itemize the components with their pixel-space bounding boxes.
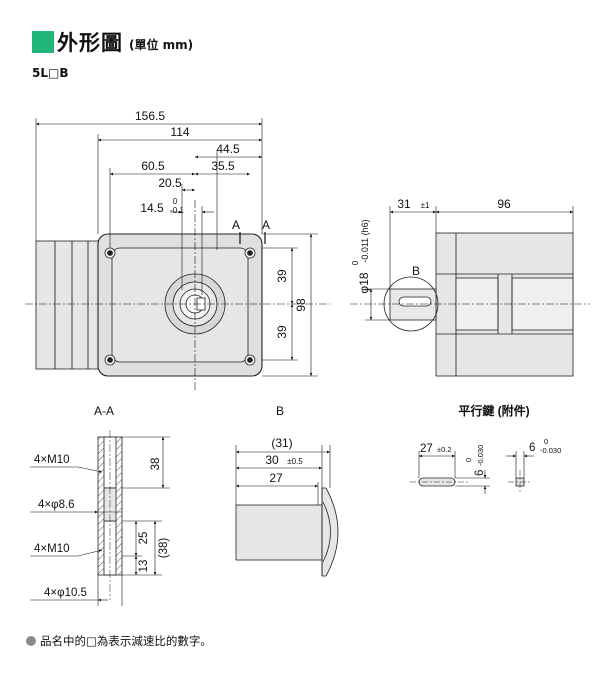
dim-phi18: φ18 [357, 272, 371, 293]
side-dimension-labels: 31 ±1 96 φ18 0 -0.011 (h6) B [351, 197, 511, 294]
detail-b-title: B [276, 404, 284, 418]
dim-114: 114 [170, 125, 189, 139]
dim-60-5: 60.5 [141, 159, 165, 173]
dim-14-5: 14.5 [140, 201, 164, 215]
page-title: 外形圖 [57, 31, 123, 55]
mount-holes [104, 247, 256, 366]
detail-b-view [235, 487, 339, 577]
key-tol-6-width-upper: 0 [544, 437, 548, 446]
detail-b-marker: B [412, 264, 420, 278]
label-hole-10-5: 4×φ10.5 [44, 587, 87, 599]
dim-156-5: 156.5 [135, 109, 165, 123]
dim-44-5: 44.5 [216, 142, 240, 156]
tol-30: ±0.5 [287, 457, 303, 466]
dim-98: 98 [294, 298, 308, 312]
key-labels: 27 ±0.2 6 0 -0.030 6 0 -0.030 [420, 437, 561, 476]
key-dim-27: 27 [420, 443, 433, 455]
unit-label: (單位 mm) [129, 37, 194, 52]
label-m10-bottom: 4×M10 [34, 543, 69, 555]
title-block: 外形圖 (單位 mm) [32, 28, 193, 56]
front-dimension-labels: 156.5 114 44.5 60.5 35.5 20.5 14.5 0 -0.… [135, 109, 308, 339]
dim-39-bottom: 39 [275, 325, 289, 339]
section-mark-right: A [262, 218, 270, 232]
tol-h6-upper: 0 [351, 260, 360, 265]
title-marker-icon [32, 31, 54, 53]
section-aa-labels: 4×M10 4×φ8.6 4×M10 4×φ10.5 38 25 (38) 13 [34, 454, 170, 599]
tol-31: ±1 [421, 201, 430, 210]
footnote: 品名中的□為表示減速比的數字。 [26, 633, 212, 649]
motor-body [35, 240, 100, 370]
key-dim-6-height: 6 [474, 470, 486, 476]
dim-35-5: 35.5 [211, 159, 235, 173]
label-m10-top: 4×M10 [34, 454, 69, 466]
section-aa-view [97, 430, 123, 600]
key-tol-6-width-lower: -0.030 [540, 446, 561, 455]
model-label: 5L□B [32, 66, 69, 80]
dim-96: 96 [497, 197, 511, 211]
tol-14-5-upper: 0 [173, 197, 178, 206]
section-aa-title: A-A [94, 404, 114, 418]
key-tol-27: ±0.2 [437, 445, 452, 454]
dim-20-5: 20.5 [158, 176, 182, 190]
dim-13: 13 [138, 560, 150, 573]
key-drawing [410, 470, 532, 494]
dim-31: 31 [397, 197, 411, 211]
footnote-text: 品名中的□為表示減速比的數字。 [40, 634, 212, 648]
tol-h6-lower: -0.011 (h6) [360, 219, 370, 262]
dim-30: 30 [265, 453, 279, 467]
key-tol-6-height-upper: 0 [464, 458, 473, 462]
front-view [25, 200, 330, 390]
key-tol-6-height-lower: -0.030 [476, 445, 485, 466]
tol-14-5-lower: -0.1 [170, 206, 184, 215]
dim-25: 25 [138, 532, 150, 545]
dim-38-ref: (38) [158, 538, 170, 559]
label-hole-8-6: 4×φ8.6 [38, 499, 75, 511]
dim-27: 27 [269, 471, 283, 485]
dim-31-ref: (31) [271, 436, 292, 450]
key-title: 平行鍵 (附件) [458, 403, 529, 418]
key-dim-6-width: 6 [529, 442, 535, 454]
section-mark-left: A [232, 218, 240, 232]
side-view [350, 232, 590, 377]
dim-38: 38 [150, 458, 162, 471]
detail-b-labels: (31) 30 ±0.5 27 [265, 436, 303, 485]
bullet-icon [26, 636, 36, 646]
dim-39-top: 39 [275, 269, 289, 283]
